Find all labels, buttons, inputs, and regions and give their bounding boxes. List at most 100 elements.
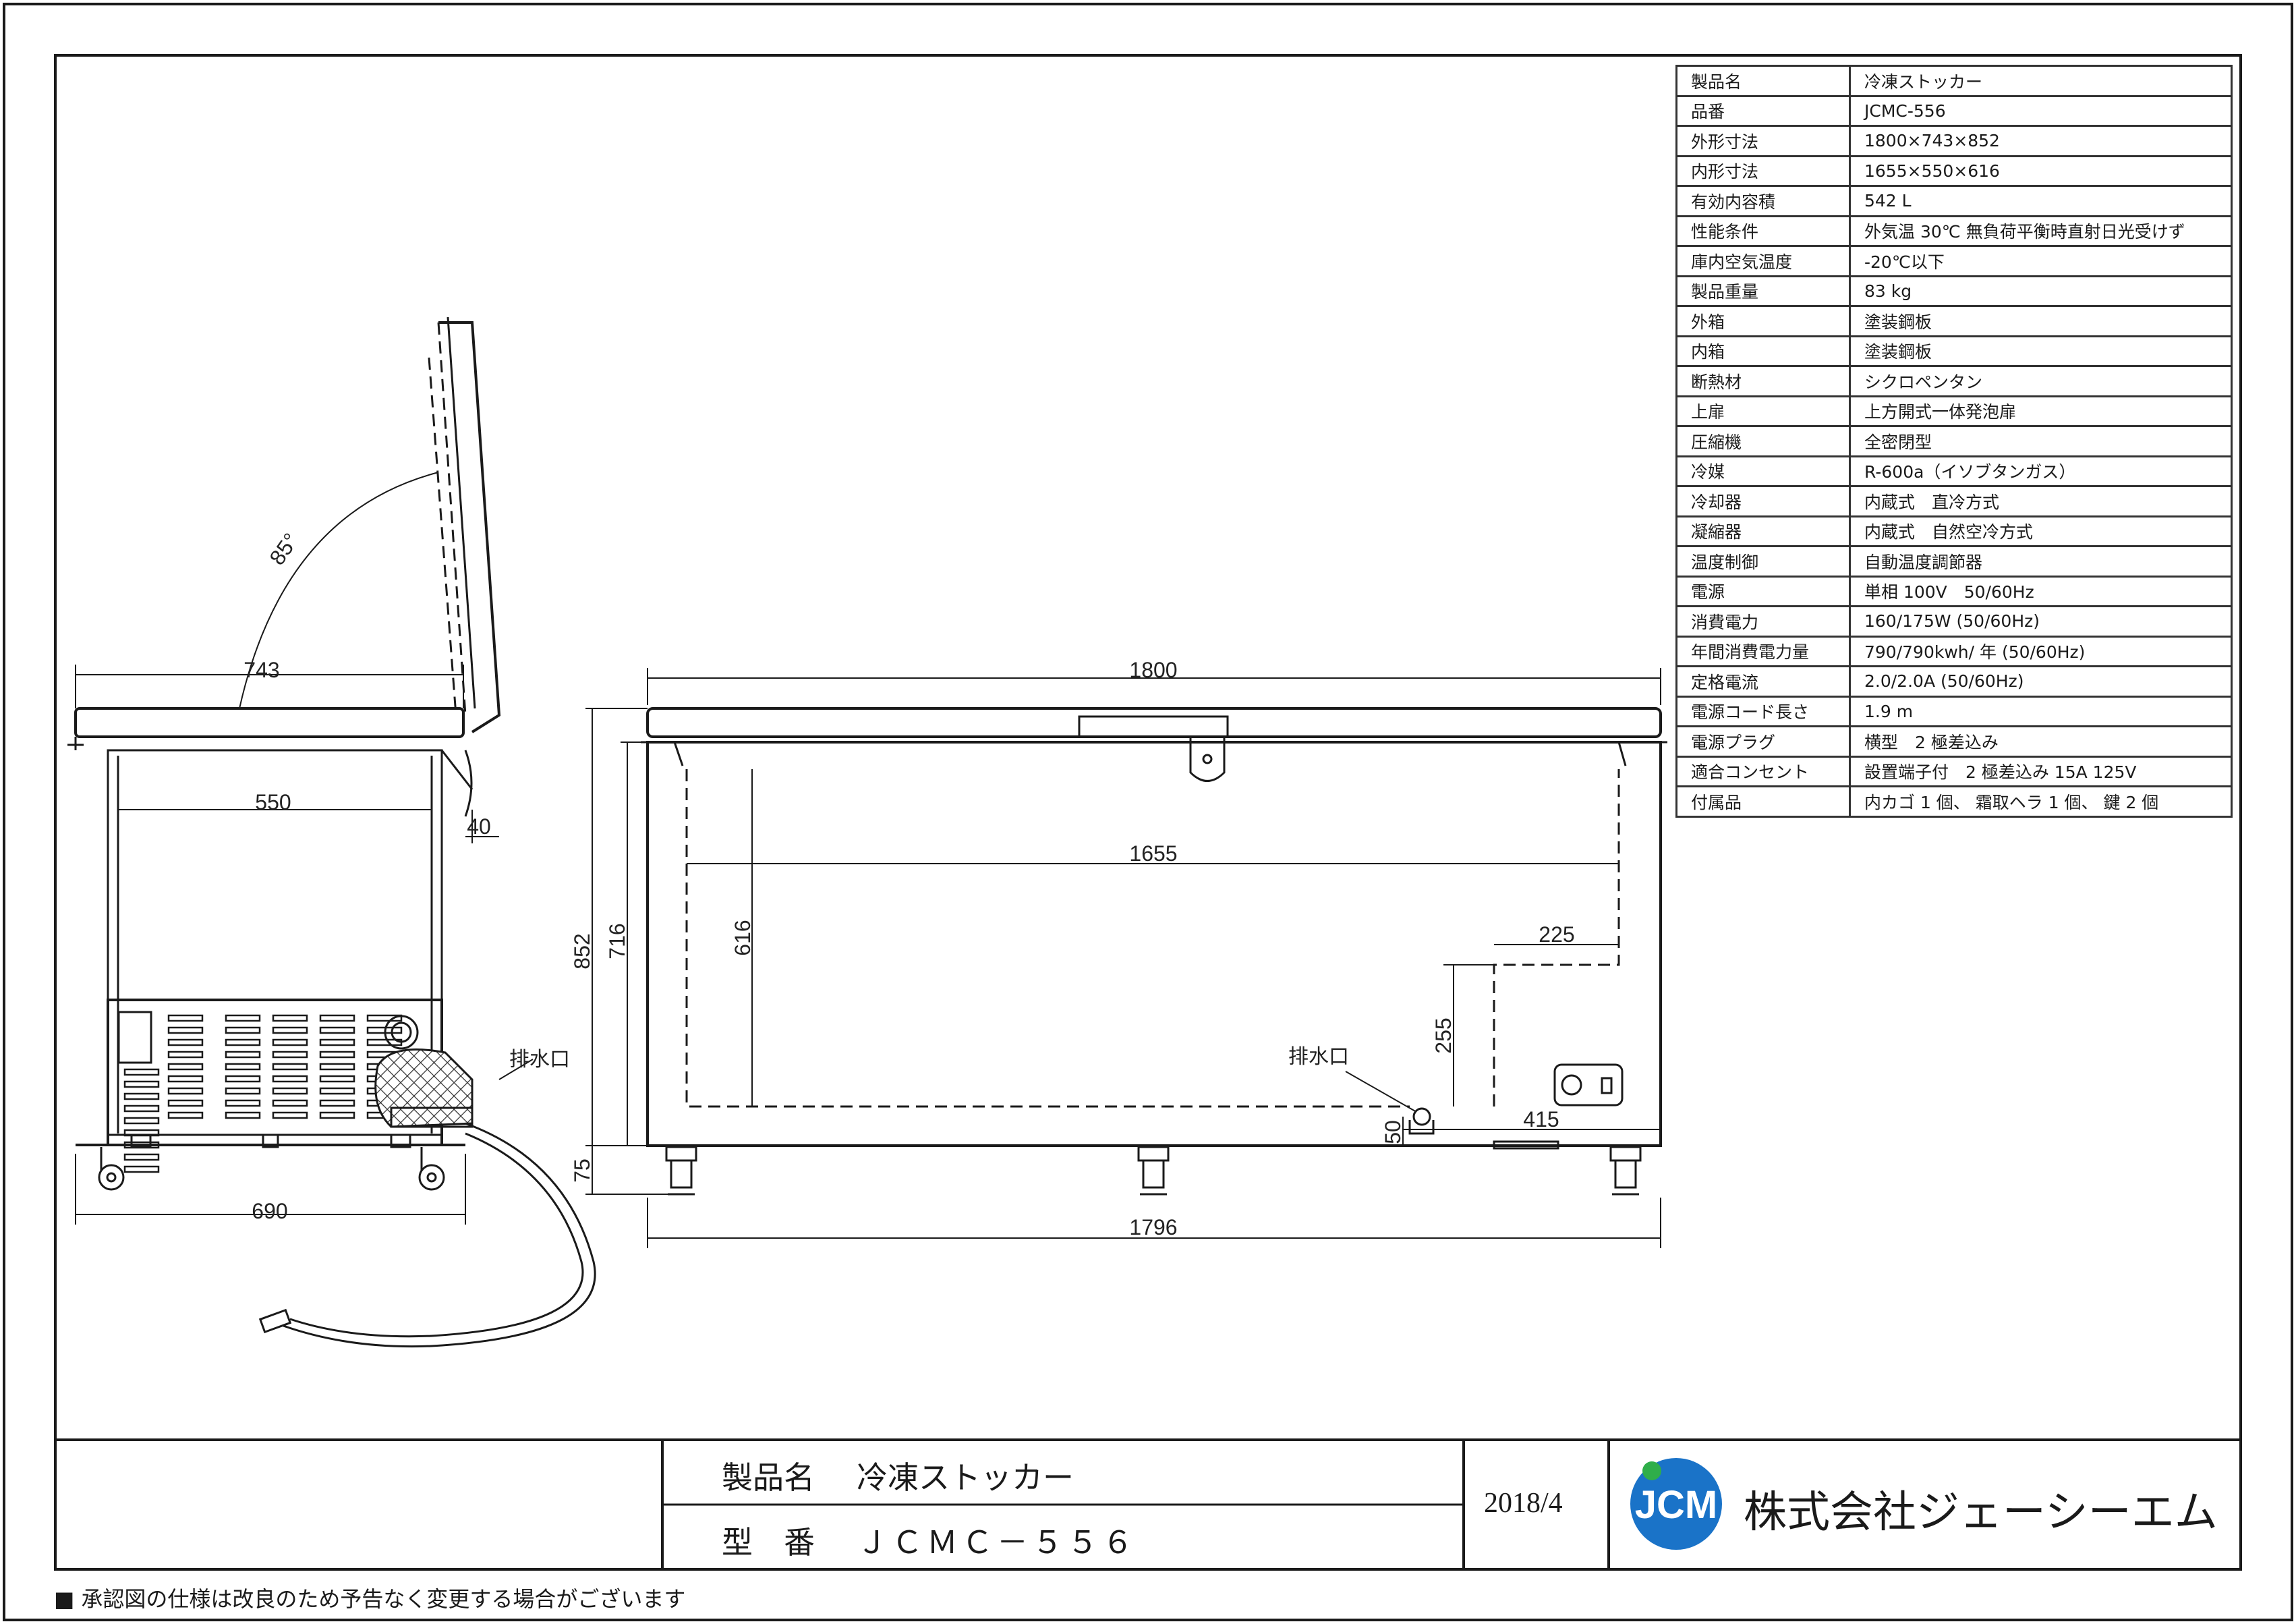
spec-key: 内形寸法 xyxy=(1675,155,1851,187)
side-dim-40: 40 xyxy=(467,814,491,839)
spec-key: 外形寸法 xyxy=(1675,125,1851,157)
spec-value: 外気温 30℃ 無負荷平衡時直射日光受けず xyxy=(1849,215,2233,247)
spec-value: 542 L xyxy=(1849,185,2233,217)
side-lid-open xyxy=(428,316,501,733)
spec-value: 上方開式一体発泡扉 xyxy=(1849,395,2233,427)
spec-value: 横型 2 極差込み xyxy=(1849,725,2233,758)
footnote: ■ 承認図の仕様は改良のため予告なく変更する場合がございます xyxy=(54,1586,686,1612)
front-dim-415: 415 xyxy=(1523,1107,1559,1131)
spec-value: シクロペンタン xyxy=(1849,365,2233,397)
spec-key: 消費電力 xyxy=(1675,605,1851,638)
spec-key: 適合コンセント xyxy=(1675,755,1851,787)
spec-value: 1655×550×616 xyxy=(1849,155,2233,187)
side-dim-743: 743 xyxy=(243,658,279,682)
spec-key: 断熱材 xyxy=(1675,365,1851,397)
spec-value: 単相 100V 50/60Hz xyxy=(1849,575,2233,607)
front-drain-icon xyxy=(1412,1107,1431,1126)
front-dim-1655: 1655 xyxy=(1129,841,1177,866)
spec-value: 設置端子付 2 極差込み 15A 125V xyxy=(1849,755,2233,787)
side-drain-mesh xyxy=(374,1048,473,1128)
spec-row: 製品名冷凍ストッカー xyxy=(1675,65,2233,97)
spec-value: 内カゴ 1 個、 霜取ヘラ 1 個、 鍵 2 個 xyxy=(1849,785,2233,818)
spec-value: 2.0/2.0A (50/60Hz) xyxy=(1849,665,2233,698)
title-product-value: 冷凍ストッカー xyxy=(857,1459,1074,1496)
front-dim-616: 616 xyxy=(730,920,755,955)
spec-value: 塗装鋼板 xyxy=(1849,305,2233,337)
spec-row: 上扉上方開式一体発泡扉 xyxy=(1675,395,2233,427)
front-lid xyxy=(646,707,1662,738)
side-view xyxy=(67,316,596,1348)
front-dim-225: 225 xyxy=(1539,922,1574,947)
spec-value: 全密閉型 xyxy=(1849,425,2233,457)
side-power-cord xyxy=(283,1122,596,1348)
spec-key: 電源プラグ xyxy=(1675,725,1851,758)
spec-value: 1800×743×852 xyxy=(1849,125,2233,157)
spec-key: 庫内空気温度 xyxy=(1675,245,1851,277)
spec-row: 断熱材シクロペンタン xyxy=(1675,365,2233,397)
spec-key: 性能条件 xyxy=(1675,215,1851,247)
side-dim-angle-85: 85° xyxy=(264,529,303,569)
side-dim-550: 550 xyxy=(255,790,291,814)
spec-row: 外箱塗装鋼板 xyxy=(1675,305,2233,337)
front-dim-852: 852 xyxy=(570,933,594,969)
spec-value: 塗装鋼板 xyxy=(1849,335,2233,367)
spec-key: 凝縮器 xyxy=(1675,515,1851,547)
front-dimensions xyxy=(585,668,1661,1248)
spec-key: 定格電流 xyxy=(1675,665,1851,698)
spec-row: 温度制御自動温度調節器 xyxy=(1675,545,2233,578)
title-model-label: 型 番 xyxy=(722,1524,815,1561)
title-date: 2018/4 xyxy=(1484,1488,1563,1519)
spec-row: 電源単相 100V 50/60Hz xyxy=(1675,575,2233,607)
title-product-label: 製品名 xyxy=(722,1459,815,1496)
side-dim-690: 690 xyxy=(252,1199,287,1223)
spec-key: 温度制御 xyxy=(1675,545,1851,578)
spec-row: 内箱塗装鋼板 xyxy=(1675,335,2233,367)
front-handle xyxy=(1078,715,1229,738)
spec-key: 有効内容積 xyxy=(1675,185,1851,217)
spec-key: 圧縮機 xyxy=(1675,425,1851,457)
spec-value: 冷凍ストッカー xyxy=(1849,65,2233,97)
spec-row: 電源プラグ横型 2 極差込み xyxy=(1675,725,2233,758)
front-dim-1796: 1796 xyxy=(1129,1215,1177,1239)
spec-key: 電源コード長さ xyxy=(1675,695,1851,727)
spec-row: 適合コンセント設置端子付 2 極差込み 15A 125V xyxy=(1675,755,2233,787)
side-lid-closed xyxy=(74,707,465,738)
spec-row: 凝縮器内蔵式 自然空冷方式 xyxy=(1675,515,2233,547)
jcm-logo: JCM xyxy=(1630,1458,1722,1550)
spec-value: JCMC-556 xyxy=(1849,94,2233,127)
spec-value: 83 kg xyxy=(1849,275,2233,307)
spec-row: 性能条件外気温 30℃ 無負荷平衡時直射日光受けず xyxy=(1675,215,2233,247)
spec-key: 電源 xyxy=(1675,575,1851,607)
front-control-panel xyxy=(1553,1063,1624,1107)
spec-value: 内蔵式 自然空冷方式 xyxy=(1849,515,2233,547)
front-dim-716: 716 xyxy=(605,923,629,959)
spec-key: 上扉 xyxy=(1675,395,1851,427)
side-outlet-icon xyxy=(384,1015,419,1050)
spec-key: 年間消費電力量 xyxy=(1675,635,1851,667)
side-dimensions xyxy=(75,472,534,1225)
side-casters xyxy=(98,1147,445,1191)
side-vent-louvers xyxy=(123,1014,403,1173)
spec-value: 自動温度調節器 xyxy=(1849,545,2233,578)
title-company: 株式会社ジェーシーエム xyxy=(1744,1488,2218,1538)
spec-key: 付属品 xyxy=(1675,785,1851,818)
front-dim-50: 50 xyxy=(1381,1120,1405,1144)
front-dim-1800: 1800 xyxy=(1129,658,1177,682)
spec-row: 付属品内カゴ 1 個、 霜取ヘラ 1 個、 鍵 2 個 xyxy=(1675,785,2233,818)
spec-key: 外箱 xyxy=(1675,305,1851,337)
spec-row: 庫内空気温度-20℃以下 xyxy=(1675,245,2233,277)
drawing-frame xyxy=(54,54,2242,1571)
